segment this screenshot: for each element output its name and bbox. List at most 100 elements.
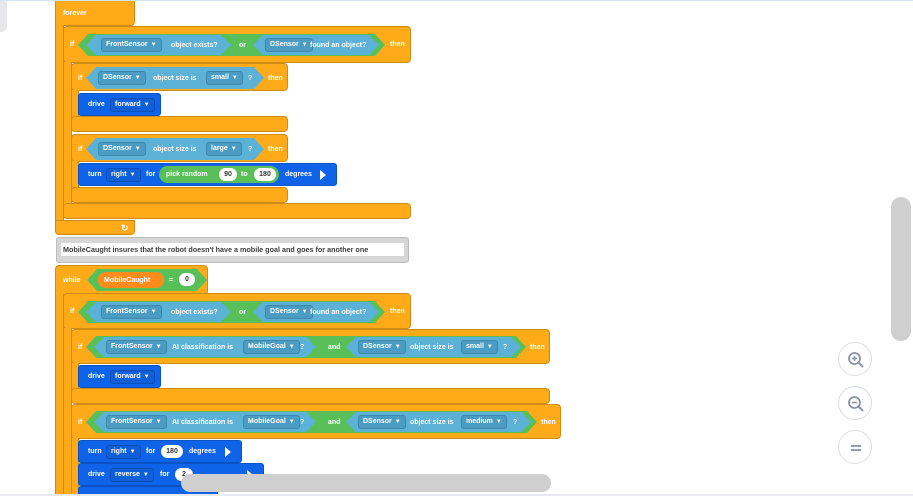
size-dropdown[interactable]: small▼ (206, 71, 243, 85)
if-label: if (78, 419, 83, 426)
turn-direction-dropdown[interactable]: right▼ (106, 445, 141, 459)
dropdown-caret-icon: ▼ (150, 42, 157, 48)
if-label: if (70, 41, 75, 48)
turn-block[interactable]: turn right▼ for 180 degrees (78, 440, 242, 463)
sensor-dropdown[interactable]: FrontSensor▼ (106, 340, 167, 354)
question-mark: ? (300, 344, 305, 351)
turn-direction-dropdown[interactable]: right▼ (106, 168, 141, 182)
object-size-label: object size is (410, 419, 454, 426)
ai-classification-sensor[interactable]: FrontSensor▼ AI classification is Mobile… (94, 337, 316, 357)
zoom-out-button[interactable] (838, 386, 872, 420)
if-bottom (71, 116, 288, 132)
then-label: then (390, 41, 405, 48)
sensor-dropdown[interactable]: DSensor▼ (98, 71, 146, 85)
or-label: or (239, 42, 246, 49)
degrees-input[interactable]: 180 (161, 445, 183, 458)
question-mark: ? (503, 344, 508, 351)
comment-block[interactable]: MobileCaught insures that the robot does… (56, 237, 409, 263)
if-bottom (71, 187, 288, 203)
if-bottom (63, 203, 411, 219)
equals-operator[interactable]: MobileCaught = 0 (87, 269, 207, 291)
and-label: and (328, 419, 341, 426)
and-operator[interactable]: FrontSensor▼ AI classification is Mobile… (86, 411, 537, 433)
if-block[interactable]: if DSensor▼ object size is large▼ ? then (71, 134, 288, 162)
direction-dropdown[interactable]: reverse▼ (110, 468, 154, 482)
then-label: then (530, 344, 545, 351)
for-label: for (146, 448, 156, 455)
pick-random-block[interactable]: pick random 90 to 180 (159, 166, 279, 183)
sensor-dropdown[interactable]: DSensor▼ (98, 142, 146, 156)
horizontal-scrollbar[interactable] (181, 474, 551, 492)
reset-zoom-icon (851, 445, 861, 451)
if-label: if (78, 75, 83, 82)
equals-value-input[interactable]: 0 (179, 273, 195, 286)
sensor-dropdown[interactable]: DSensor▼ (358, 340, 406, 354)
zoom-out-icon (848, 396, 864, 412)
ai-classification-sensor[interactable]: FrontSensor▼ AI classification is Mobile… (94, 412, 316, 432)
zoom-in-icon (848, 352, 864, 368)
random-min-input[interactable]: 90 (219, 168, 237, 181)
sensor-dropdown[interactable]: FrontSensor▼ (101, 38, 162, 52)
found-object-sensor[interactable]: DSensor▼ found an object? (253, 35, 379, 55)
if-block[interactable]: if FrontSensor▼ object exists? or DSenso… (63, 26, 411, 63)
size-dropdown[interactable]: medium▼ (461, 415, 507, 429)
or-operator[interactable]: FrontSensor▼ object exists? or DSensor▼ … (78, 34, 385, 56)
turn-block[interactable]: turn right▼ for pick random 90 to 180 de… (78, 163, 337, 186)
vertical-scrollbar[interactable] (891, 197, 911, 341)
forever-block[interactable]: forever (55, 1, 135, 26)
drive-label: drive (88, 373, 105, 380)
sensor-dropdown[interactable]: FrontSensor▼ (101, 305, 162, 319)
then-label: then (268, 146, 283, 153)
if-label: if (78, 344, 83, 351)
found-object-label: found an object? (310, 309, 367, 316)
turn-label: turn (88, 448, 102, 455)
and-label: and (328, 344, 341, 351)
drive-block[interactable]: drive forward▼ (78, 365, 161, 388)
drive-label: drive (88, 471, 105, 478)
object-size-sensor[interactable]: DSensor▼ object size is small▼ ? (346, 337, 521, 357)
sensor-dropdown[interactable]: FrontSensor▼ (106, 415, 167, 429)
classification-dropdown[interactable]: MobileGoal▼ (243, 340, 300, 354)
sensor-dropdown[interactable]: DSensor▼ (358, 415, 406, 429)
pick-random-label: pick random (166, 171, 208, 178)
if-block[interactable]: if FrontSensor▼ object exists? or DSenso… (63, 293, 411, 329)
loop-arrow-icon: ↻ (121, 223, 129, 233)
if-block[interactable]: if DSensor▼ object size is small▼ ? then (71, 63, 288, 91)
random-max-input[interactable]: 180 (254, 168, 276, 181)
direction-dropdown[interactable]: forward▼ (110, 98, 155, 112)
size-dropdown[interactable]: large▼ (206, 142, 242, 156)
object-size-sensor[interactable]: DSensor▼ object size is small▼ ? (86, 67, 264, 89)
drive-block[interactable]: drive forward▼ (78, 93, 161, 116)
object-exists-sensor[interactable]: FrontSensor▼ object exists? (86, 302, 231, 322)
or-operator[interactable]: FrontSensor▼ object exists? or DSensor▼ … (78, 301, 385, 323)
then-label: then (268, 75, 283, 82)
object-size-label: object size is (153, 75, 197, 82)
direction-dropdown[interactable]: forward▼ (110, 370, 155, 384)
then-label: then (390, 308, 405, 315)
if-block[interactable]: if FrontSensor▼ AI classification is Mob… (71, 404, 561, 439)
and-operator[interactable]: FrontSensor▼ AI classification is Mobile… (86, 336, 526, 358)
reset-zoom-button[interactable] (838, 430, 872, 464)
variable-reporter[interactable]: MobileCaught (98, 272, 164, 288)
if-label: if (78, 146, 83, 153)
object-exists-sensor[interactable]: FrontSensor▼ object exists? (86, 35, 231, 55)
size-dropdown[interactable]: small▼ (461, 340, 498, 354)
while-block[interactable]: while MobileCaught = 0 (55, 265, 208, 295)
object-size-label: object size is (153, 146, 197, 153)
category-menu-edge (0, 1, 7, 32)
object-exists-label: object exists? (171, 42, 218, 49)
if-block[interactable]: if FrontSensor▼ AI classification is Mob… (71, 329, 550, 364)
zoom-in-button[interactable] (838, 342, 872, 376)
object-size-sensor[interactable]: DSensor▼ object size is medium▼ ? (346, 412, 531, 432)
or-label: or (239, 309, 246, 316)
sensor-dropdown[interactable]: DSensor▼ (265, 305, 313, 319)
question-mark: ? (300, 419, 305, 426)
sensor-dropdown[interactable]: DSensor▼ (265, 38, 313, 52)
object-size-sensor[interactable]: DSensor▼ object size is large▼ ? (86, 138, 264, 160)
forever-bottom: ↻ (55, 220, 135, 235)
comment-text[interactable]: MobileCaught insures that the robot does… (61, 243, 404, 256)
classification-dropdown[interactable]: MobileGoal▼ (243, 415, 300, 429)
if-label: if (70, 308, 75, 315)
found-object-sensor[interactable]: DSensor▼ found an object? (253, 302, 379, 322)
